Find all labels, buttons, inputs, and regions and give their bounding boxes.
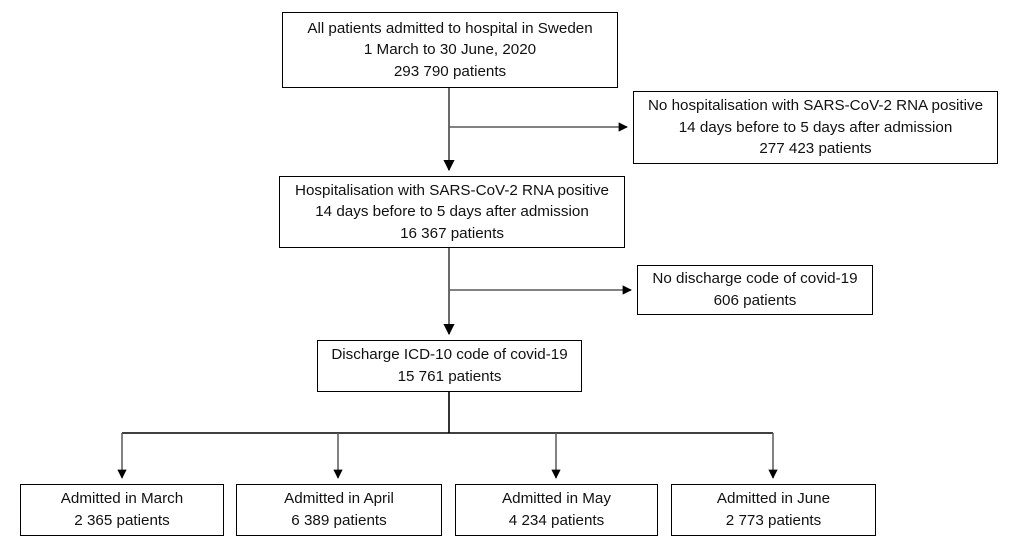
node-admitted-march: Admitted in March 2 365 patients [20,484,224,536]
node-admitted-june-line2: 2 773 patients [725,512,822,529]
node-rna-positive-line1: Hospitalisation with SARS-CoV-2 RNA posi… [294,181,609,199]
node-excluded-no-discharge-code: No discharge code of covid-19 606 patien… [637,265,873,315]
node-all-admissions: All patients admitted to hospital in Swe… [282,12,618,88]
node-admitted-march-line1: Admitted in March [60,490,184,508]
node-rna-positive-line2: 14 days before to 5 days after admission [315,203,589,221]
node-admitted-april: Admitted in April 6 389 patients [236,484,442,536]
node-all-admissions-line3: 293 790 patients [393,62,507,80]
node-excluded-no-rna-line3: 277 423 patients [759,140,872,158]
node-admitted-may: Admitted in May 4 234 patients [455,484,658,536]
node-icd-covid-line1: Discharge ICD-10 code of covid-19 [331,346,568,364]
node-excluded-no-rna-line1: No hospitalisation with SARS-CoV-2 RNA p… [647,97,984,115]
node-icd-covid-line2: 15 761 patients [397,368,502,385]
node-admitted-march-line2: 2 365 patients [74,512,170,529]
node-discharge-icd10-covid: Discharge ICD-10 code of covid-19 15 761… [317,340,582,392]
node-excluded-no-rna-line2: 14 days before to 5 days after admission [678,118,953,136]
node-excluded-no-code-line2: 606 patients [713,292,797,309]
node-admitted-april-line2: 6 389 patients [291,512,387,529]
node-admitted-april-line1: Admitted in April [284,490,394,508]
node-all-admissions-line1: All patients admitted to hospital in Swe… [307,19,593,37]
node-admitted-may-line1: Admitted in May [502,490,611,508]
node-all-admissions-line2: 1 March to 30 June, 2020 [363,41,537,59]
node-admitted-june: Admitted in June 2 773 patients [671,484,876,536]
node-admitted-may-line2: 4 234 patients [508,512,605,529]
node-rna-positive-line3: 16 367 patients [400,224,504,242]
node-excluded-no-code-line1: No discharge code of covid-19 [652,270,858,288]
node-rna-positive: Hospitalisation with SARS-CoV-2 RNA posi… [279,176,625,248]
node-admitted-june-line1: Admitted in June [716,490,831,508]
node-excluded-no-rna-positive: No hospitalisation with SARS-CoV-2 RNA p… [633,91,998,164]
